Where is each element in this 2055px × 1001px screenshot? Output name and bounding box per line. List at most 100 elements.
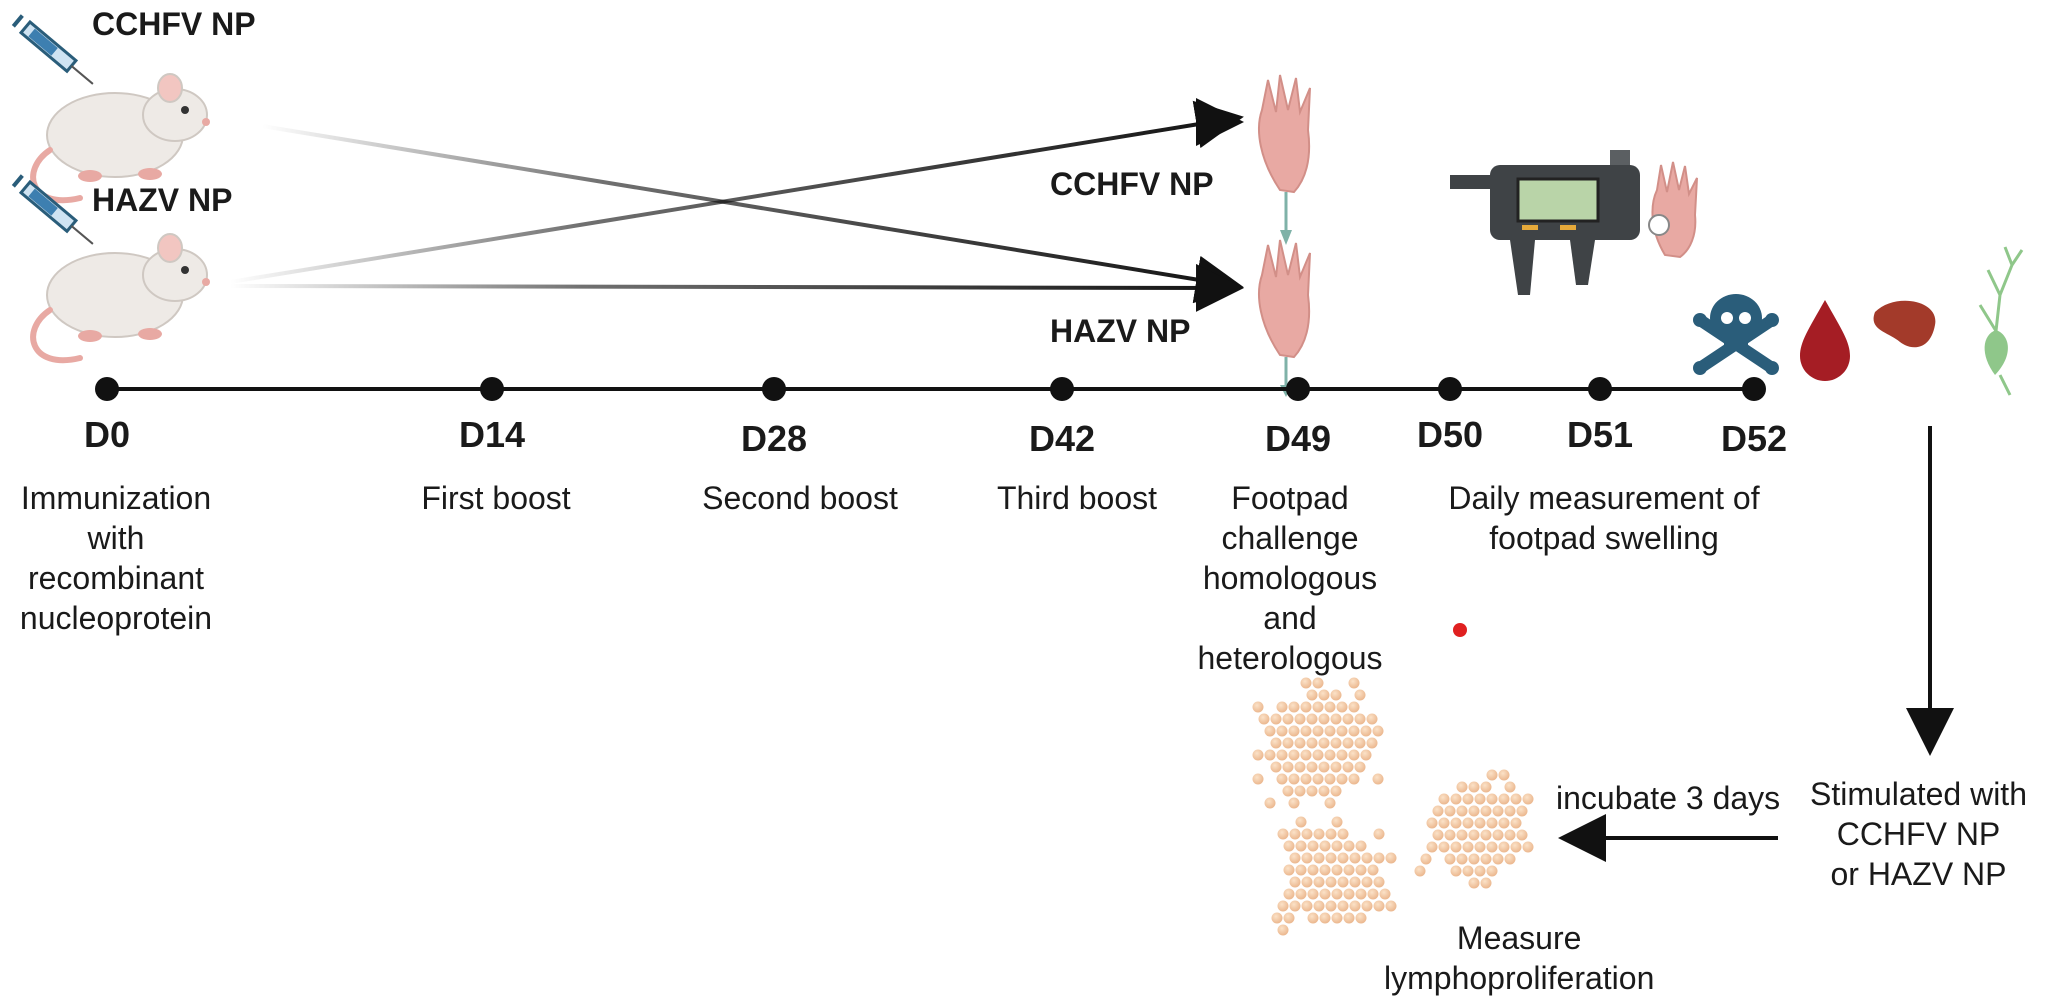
cell (1361, 900, 1373, 912)
cell (1349, 876, 1361, 888)
cell (1282, 785, 1294, 797)
cell (1504, 805, 1516, 817)
cell (1498, 817, 1510, 829)
day-label-d51: D51 (1566, 414, 1634, 455)
cell-cluster-1 (1252, 677, 1384, 809)
cell (1319, 864, 1331, 876)
cell (1342, 713, 1354, 725)
cell (1450, 817, 1462, 829)
cell (1325, 828, 1337, 840)
cell (1516, 829, 1528, 841)
cell (1300, 677, 1312, 689)
cell (1426, 841, 1438, 853)
cell (1354, 689, 1366, 701)
cell (1462, 793, 1474, 805)
cell (1324, 749, 1336, 761)
desc-d28: Second boost (702, 480, 898, 516)
timeline-dot-d52 (1742, 377, 1766, 401)
cell (1277, 828, 1289, 840)
cell (1498, 769, 1510, 781)
cell (1355, 864, 1367, 876)
cell (1372, 725, 1384, 737)
cell (1301, 852, 1313, 864)
cell (1276, 701, 1288, 713)
cell (1456, 805, 1468, 817)
cell (1330, 761, 1342, 773)
cell (1312, 773, 1324, 785)
desc-daily-measurement: Daily measurement of footpad swelling (1448, 480, 1760, 556)
cell (1486, 793, 1498, 805)
cell (1522, 793, 1534, 805)
cell (1307, 888, 1319, 900)
cell (1270, 761, 1282, 773)
cell (1312, 749, 1324, 761)
cell (1456, 853, 1468, 865)
cell (1325, 852, 1337, 864)
cell (1276, 773, 1288, 785)
cell (1282, 713, 1294, 725)
cell (1288, 797, 1300, 809)
cell (1325, 876, 1337, 888)
spleen-icon (1873, 300, 1936, 348)
cell (1492, 853, 1504, 865)
cell (1474, 793, 1486, 805)
cell (1504, 853, 1516, 865)
cell (1348, 749, 1360, 761)
cell (1343, 888, 1355, 900)
cell (1294, 737, 1306, 749)
cell (1283, 864, 1295, 876)
cell (1504, 781, 1516, 793)
cell (1283, 888, 1295, 900)
neuron-icon (1978, 246, 2024, 396)
caliper-foot-icon (1648, 161, 1698, 259)
cell (1426, 817, 1438, 829)
cell (1294, 713, 1306, 725)
day-label-d49: D49 (1264, 418, 1332, 459)
arrow-cchfv-to-hazv (261, 124, 1244, 304)
cell (1336, 749, 1348, 761)
cell (1492, 805, 1504, 817)
cell (1277, 924, 1289, 936)
group-label-hazv: HAZV NP (92, 182, 233, 218)
cell (1474, 841, 1486, 853)
cell (1264, 797, 1276, 809)
cell (1276, 749, 1288, 761)
cell (1468, 781, 1480, 793)
cell (1331, 912, 1343, 924)
cell (1319, 888, 1331, 900)
cell (1360, 749, 1372, 761)
cell (1343, 840, 1355, 852)
timeline-dots (95, 377, 1766, 401)
cell (1348, 677, 1360, 689)
cell (1486, 769, 1498, 781)
timeline-dot-d51 (1588, 377, 1612, 401)
mouse-cchfv-icon (30, 73, 210, 203)
cell (1289, 852, 1301, 864)
cell (1385, 852, 1397, 864)
cell (1336, 725, 1348, 737)
cell (1331, 888, 1343, 900)
cell (1312, 725, 1324, 737)
cell-cluster-2 (1271, 816, 1397, 936)
cell (1361, 852, 1373, 864)
day-label-d52: D52 (1720, 418, 1788, 459)
day-label-d0: D0 (83, 414, 131, 455)
cell (1252, 749, 1264, 761)
cell (1367, 888, 1379, 900)
cell (1313, 828, 1325, 840)
cell-clusters (1252, 677, 1534, 936)
cell (1379, 888, 1391, 900)
group-label-cchfv: CCHFV NP (92, 6, 256, 42)
cell (1294, 785, 1306, 797)
cell (1354, 761, 1366, 773)
cell (1361, 876, 1373, 888)
caliper-icon (1450, 150, 1640, 295)
cell (1337, 876, 1349, 888)
cell (1295, 816, 1307, 828)
cell (1330, 785, 1342, 797)
cell (1288, 773, 1300, 785)
cell (1300, 749, 1312, 761)
cell (1480, 877, 1492, 889)
challenge-arrows (229, 98, 1244, 312)
